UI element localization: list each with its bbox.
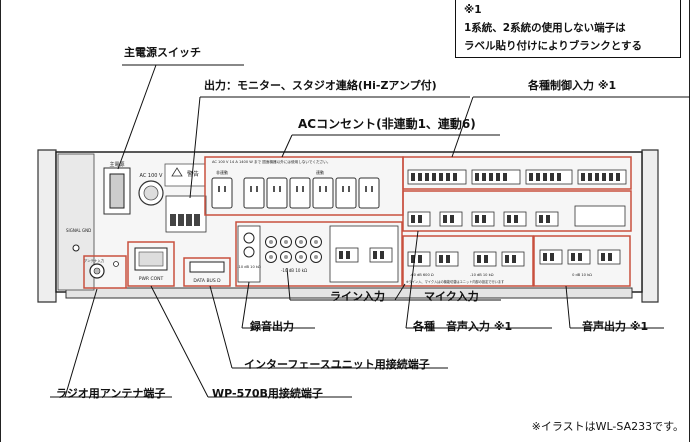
outlet-linked-6 [358,177,380,209]
footnote: ※イラストはWL-SA233です。 [531,420,684,433]
outlet-linked-4 [312,177,334,209]
line-level-text: -10 dB 10 kΩ [281,268,307,273]
out-level-text: 0 dB 10 kΩ [572,273,592,277]
note-line2: ラベル貼り付けによりブランクとする [464,40,642,52]
note-mark: ※1 [464,4,482,16]
label-various-audio-input: 各種 音声入力 ※1 [413,320,513,333]
left-bracket [37,149,57,303]
pwr-cont-text: PWR CONT [139,276,164,282]
data-bus-text: DATA BUS D [193,278,221,284]
audio-output-group [533,235,631,287]
right-bracket [641,149,659,303]
label-recording-output: 録音出力 [250,320,294,333]
label-radio-antenna-terminal: ラジオ用アンテナ端子 [56,387,166,400]
outlet-linked-2 [266,177,288,209]
power-label-text: 主電源 [109,161,124,168]
antenna-group [83,255,127,289]
mic-input-group [402,235,534,287]
outlet-linked-5 [335,177,357,209]
mic-level-a-text: -60 dB 600 Ω [410,273,434,277]
label-ac-outlet: ACコンセント(非連動1、連動6) [298,117,476,131]
label-wp570b-terminal: WP-570B用接続端子 [212,387,323,400]
linked-text: 連動 [316,169,324,175]
label-main-power-switch: 主電源スイッチ [124,46,201,59]
label-interface-unit-terminal: インターフェースユニット用接続端子 [244,358,430,371]
label-mic-input: マイク入力 [424,290,479,303]
note-box: ※1 1系統、2系統の使用しない端子は ラベル貼り付けによりブランクとする [455,0,681,58]
signal-gnd-text: SIGNAL GND [66,228,91,233]
ac-voltage-text: AC 100 V [140,173,164,179]
ac-rating-text: AC 100 V 14 A 1400 W まで 図面機器以外には使用しないでくだ… [212,159,330,164]
label-output-monitor: 出力：モニター、スタジオ連絡(Hi-Zアンプ付) [204,79,437,92]
label-control-inputs: 各種制御入力 ※1 [528,79,617,92]
outlet-nonlinked [211,177,233,209]
nonlinked-text: 非連動 [216,169,228,175]
control-input-group [402,156,632,190]
rec-level-text: -10 dB 10 kΩ [237,265,261,269]
outlet-linked-1 [243,177,265,209]
warning-text: 警告 [187,170,199,178]
mic-note-text: ※ライン入、マイク入はの機能切替はユニット内部の設定で行います [406,279,504,284]
data-bus-group [183,257,231,287]
label-audio-output: 音声出力 ※1 [582,320,649,333]
mic-level-b-text: -10 dB 10 kΩ [470,273,494,277]
audio-input-group-upper [402,190,632,232]
power-switch [109,173,125,209]
note-line1: 1系統、2系統の使用しない端子は [464,22,626,34]
outlet-linked-3 [289,177,311,209]
antenna-text: アンテナ入力 [84,258,105,263]
data-bus-connector [189,261,225,273]
line-input-group [235,221,403,287]
label-line-input: ライン入力 [330,290,385,303]
